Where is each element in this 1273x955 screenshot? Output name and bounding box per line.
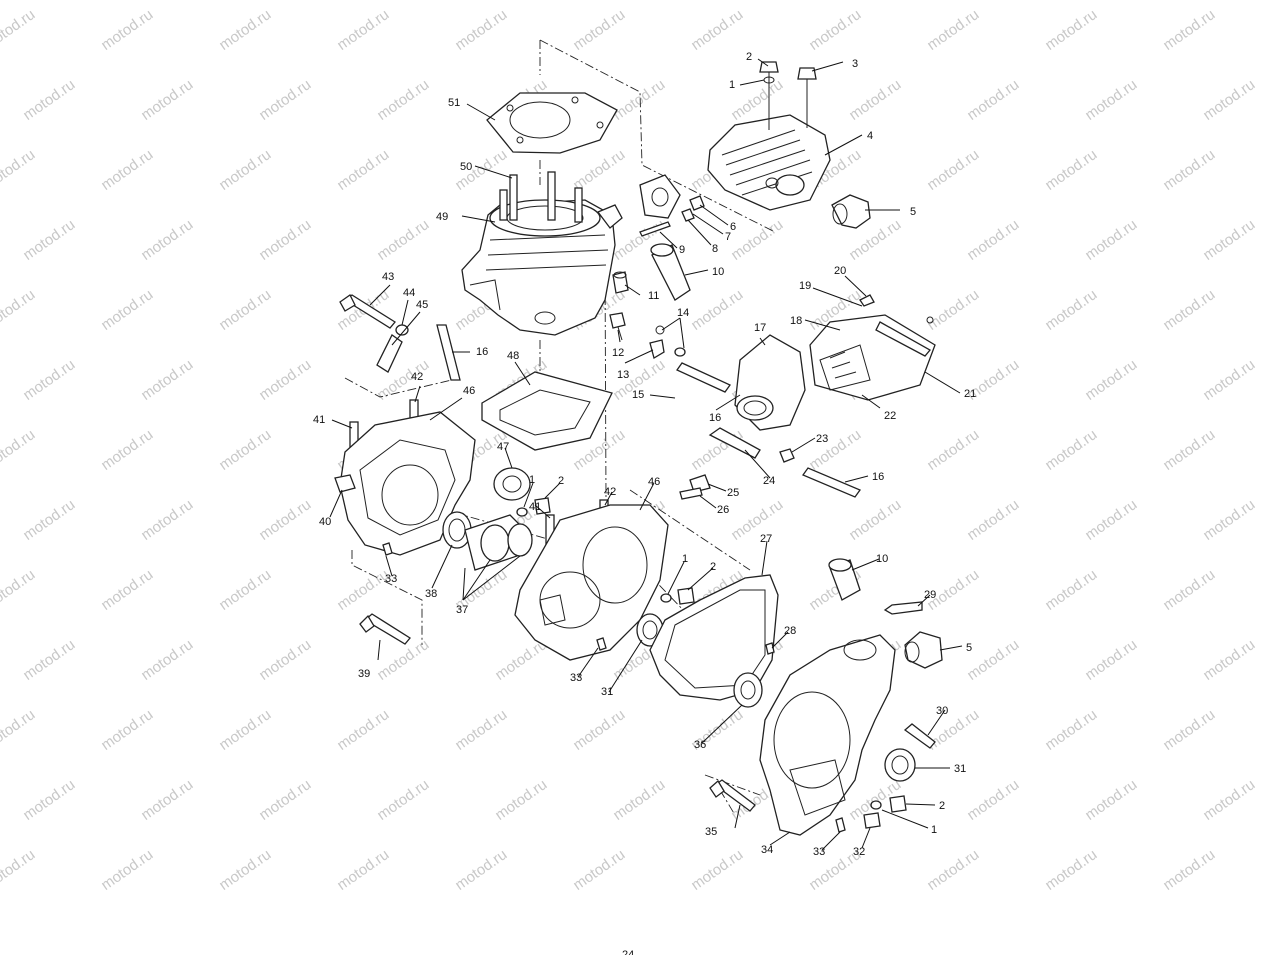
crankcase-right [759, 634, 896, 836]
callout: 45 [416, 299, 428, 311]
callout: 34 [761, 844, 773, 856]
callout: 2 [710, 561, 716, 573]
page-number: 24 [622, 949, 634, 955]
crankcase-center [514, 474, 711, 661]
callout: 42 [411, 371, 423, 383]
callout: 18 [790, 315, 802, 327]
bearing-47 [493, 467, 551, 517]
base-gasket [481, 371, 613, 451]
callout: 14 [677, 307, 689, 319]
callout: 2 [939, 800, 945, 812]
callout: 23 [816, 433, 828, 445]
bolt-washer-dowel [339, 294, 409, 373]
cylinder [461, 171, 623, 336]
callout: 41 [529, 501, 541, 513]
cylinder-head [707, 61, 831, 211]
callout: 11 [648, 290, 659, 302]
reed-valve [809, 294, 936, 401]
callout: 17 [754, 322, 766, 334]
callout: 38 [425, 588, 437, 600]
callout: 4 [867, 130, 873, 142]
callout: 2 [558, 475, 564, 487]
callout: 16 [476, 346, 488, 358]
callout: 10 [876, 553, 888, 565]
callout: 16 [709, 412, 721, 424]
callout: 16 [872, 471, 884, 483]
callout: 13 [617, 369, 629, 381]
callout: 8 [712, 243, 718, 255]
callout: 12 [612, 347, 624, 359]
callout: 31 [601, 686, 613, 698]
callout: 9 [679, 244, 685, 256]
callout: 41 [313, 414, 325, 426]
bolts-lower [359, 542, 756, 812]
callout: 1 [729, 79, 735, 91]
right-fasteners [835, 723, 936, 833]
callout: 1 [682, 553, 688, 565]
elbow-fitting-top [831, 194, 871, 229]
intake-manifold [734, 334, 806, 431]
callout: 29 [924, 589, 936, 601]
crankcase-left [334, 399, 476, 556]
leader-lines [329, 58, 963, 851]
intake-boot-upper [650, 243, 691, 301]
callout: 24 [763, 475, 775, 487]
callout: 47 [497, 441, 509, 453]
callout: 39 [358, 668, 370, 680]
crankshaft [442, 511, 555, 571]
callout: 43 [382, 271, 394, 283]
callout: 5 [966, 642, 972, 654]
callout: 36 [694, 739, 706, 751]
callout: 10 [712, 266, 724, 278]
callout: 1 [529, 474, 535, 486]
callout: 40 [319, 516, 331, 528]
callout: 51 [448, 97, 460, 109]
callout: 3 [852, 58, 858, 70]
callout: 35 [705, 826, 717, 838]
callout: 22 [884, 410, 896, 422]
callout: 33 [570, 672, 582, 684]
callout: 31 [954, 763, 966, 775]
callout: 27 [760, 533, 772, 545]
callout: 19 [799, 280, 811, 292]
callout: 15 [632, 389, 644, 401]
callout: 37 [456, 604, 468, 616]
seal-36 [733, 642, 775, 708]
head-gasket [486, 92, 618, 154]
exhaust-flange [639, 174, 705, 237]
callout: 50 [460, 161, 472, 173]
callout: 46 [648, 476, 660, 488]
callout: 44 [403, 287, 415, 299]
callout: 46 [463, 385, 475, 397]
callout: 26 [717, 504, 729, 516]
callout: 7 [725, 231, 731, 243]
small-fittings [609, 271, 686, 360]
callout: 32 [853, 846, 865, 858]
spacer-clamp [708, 427, 795, 463]
callout: 33 [813, 846, 825, 858]
callout: 25 [727, 487, 739, 499]
crankcase-gasket [649, 574, 779, 701]
callout: 20 [834, 265, 846, 277]
callout: 6 [730, 221, 736, 233]
callout: 42 [604, 486, 616, 498]
callout: 28 [784, 625, 796, 637]
callout: 30 [936, 705, 948, 717]
callout: 48 [507, 350, 519, 362]
reed-gaskets [436, 324, 862, 498]
callout: 49 [436, 211, 448, 223]
callout: 2 [746, 51, 752, 63]
callout: 1 [931, 824, 937, 836]
callout: 5 [910, 206, 916, 218]
callout: 33 [385, 573, 397, 585]
callout: 21 [964, 388, 976, 400]
callout-labels: 2 3 1 51 4 5 50 6 49 7 8 9 10 20 43 19 4… [313, 51, 976, 858]
